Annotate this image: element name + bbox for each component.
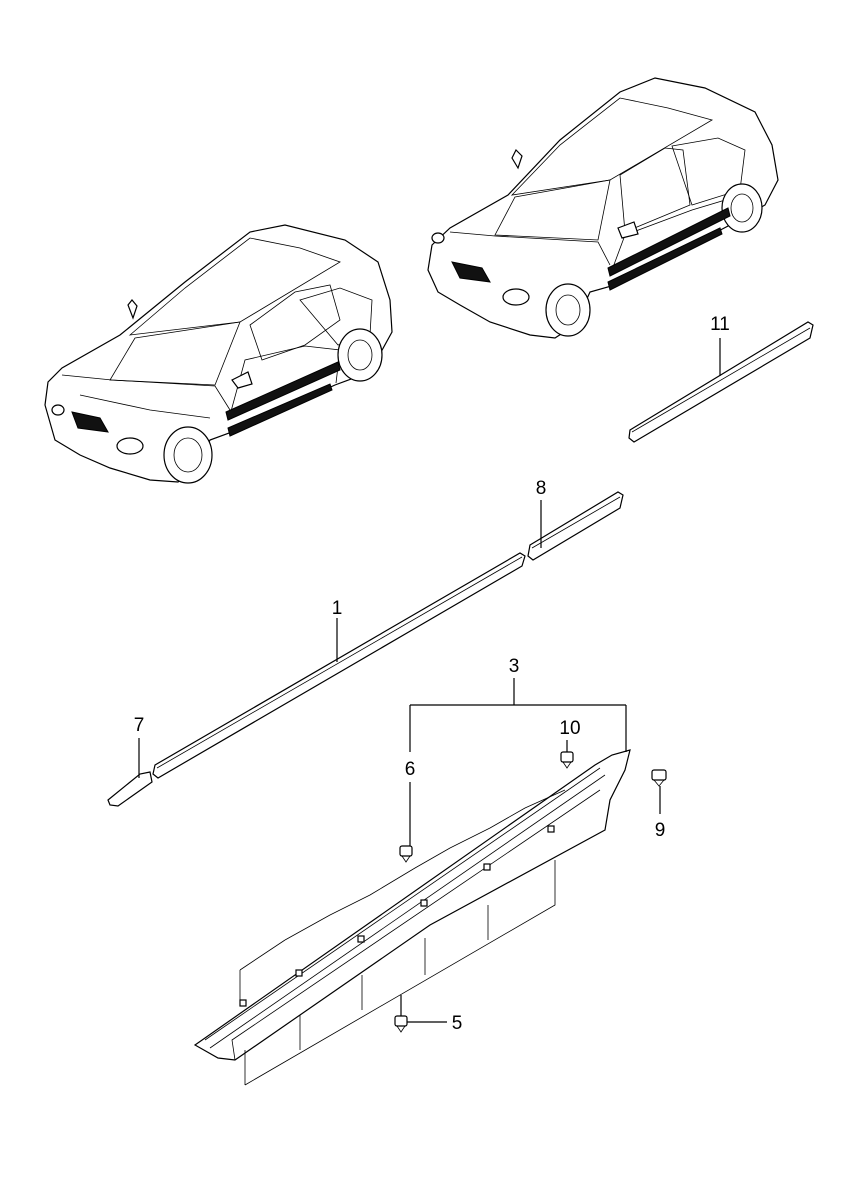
car-5door-illustration xyxy=(427,77,779,339)
callout-8: 8 xyxy=(536,478,547,499)
part-6-clip xyxy=(399,845,413,863)
part-10-clip xyxy=(560,751,574,769)
callout-6: 6 xyxy=(405,759,416,780)
part-11-molding xyxy=(628,321,814,443)
callout-10: 10 xyxy=(559,718,580,739)
part-1-molding xyxy=(152,552,526,779)
callout-7: 7 xyxy=(134,715,145,736)
callout-5: 5 xyxy=(452,1013,463,1034)
part-7-endcap xyxy=(107,771,153,807)
callout-1: 1 xyxy=(332,598,343,619)
callout-9: 9 xyxy=(655,820,666,841)
part-9-clip xyxy=(651,769,667,787)
car-3door-illustration xyxy=(44,224,393,484)
part-8-molding xyxy=(527,491,624,561)
part-5-clip xyxy=(394,1015,408,1033)
callout-3: 3 xyxy=(509,656,520,677)
callout-11: 11 xyxy=(710,314,730,335)
leader-lines xyxy=(138,338,721,1023)
part-3-sill-molding xyxy=(193,749,631,1086)
